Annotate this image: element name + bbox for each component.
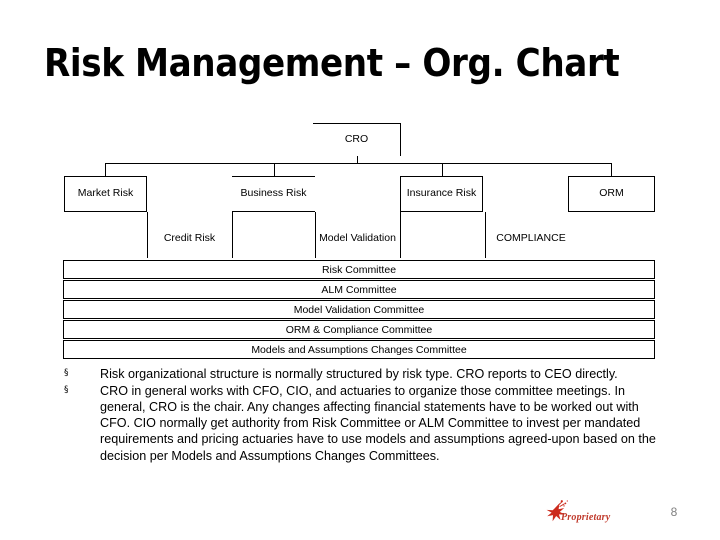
committee-bar-models-assumptions[interactable]: Models and Assumptions Changes Committee [63, 340, 655, 359]
committee-bar-risk[interactable]: Risk Committee [63, 260, 655, 279]
org-node-insurance-risk[interactable]: Insurance Risk [400, 176, 483, 212]
connector-drop-compliance-left [485, 212, 487, 258]
org-node-credit-risk[interactable]: Credit Risk [148, 222, 231, 256]
org-node-cro[interactable]: CRO [313, 123, 401, 156]
org-node-compliance-label: COMPLIANCE [496, 232, 566, 245]
org-chart: CRO Market Risk Business Risk Insurance … [63, 123, 655, 359]
bullet-item: § CRO in general works with CFO, CIO, an… [64, 383, 664, 464]
page-number: 8 [670, 505, 678, 519]
connector-drop-credit-risk-right [232, 212, 234, 258]
committee-bar-alm-label: ALM Committee [321, 283, 397, 296]
bullet-list: § Risk organizational structure is norma… [64, 366, 664, 465]
bullet-text: Risk organizational structure is normall… [100, 367, 618, 381]
connector-drop-model-validation-right [400, 212, 402, 258]
connector-drop-credit-risk-left [147, 212, 149, 258]
bullet-text: CRO in general works with CFO, CIO, and … [100, 384, 656, 463]
page-title: Risk Management – Org. Chart [44, 41, 620, 85]
org-node-credit-risk-label: Credit Risk [163, 232, 216, 245]
org-node-market-risk-label: Market Risk [77, 187, 134, 200]
org-node-orm[interactable]: ORM [568, 176, 655, 212]
org-node-cro-label: CRO [344, 133, 369, 146]
committee-bar-orm-compliance[interactable]: ORM & Compliance Committee [63, 320, 655, 339]
committee-bar-alm[interactable]: ALM Committee [63, 280, 655, 299]
committee-bar-orm-compliance-label: ORM & Compliance Committee [285, 323, 433, 336]
connector-cro-spine [357, 156, 359, 163]
org-node-compliance[interactable]: COMPLIANCE [486, 222, 576, 256]
bullet-marker-icon: § [64, 368, 69, 378]
connector-stub-insurance-risk [442, 163, 444, 176]
org-node-model-validation-label: Model Validation [319, 232, 396, 245]
connector-stub-business-risk [274, 163, 276, 176]
connector-drop-model-validation-left [315, 212, 317, 258]
flower-logo-icon [546, 500, 568, 522]
org-node-orm-label: ORM [599, 187, 624, 200]
org-node-insurance-risk-label: Insurance Risk [406, 187, 477, 200]
footer-logo: Proprietary [541, 499, 637, 529]
proprietary-label: Proprietary [561, 512, 611, 523]
committee-bar-model-validation[interactable]: Model Validation Committee [63, 300, 655, 319]
committee-bar-model-validation-label: Model Validation Committee [293, 303, 425, 316]
committee-bar-risk-label: Risk Committee [321, 263, 397, 276]
connector-stub-orm [611, 163, 613, 176]
bullet-item: § Risk organizational structure is norma… [64, 366, 664, 382]
org-node-market-risk[interactable]: Market Risk [64, 176, 147, 212]
org-node-business-risk[interactable]: Business Risk [232, 176, 315, 212]
org-node-model-validation[interactable]: Model Validation [316, 222, 399, 256]
org-node-business-risk-label: Business Risk [240, 187, 307, 200]
committee-bar-models-assumptions-label: Models and Assumptions Changes Committee [251, 343, 467, 356]
bullet-marker-icon: § [64, 385, 69, 396]
connector-stub-market-risk [105, 163, 107, 176]
connector-trunk-level2 [105, 163, 612, 165]
